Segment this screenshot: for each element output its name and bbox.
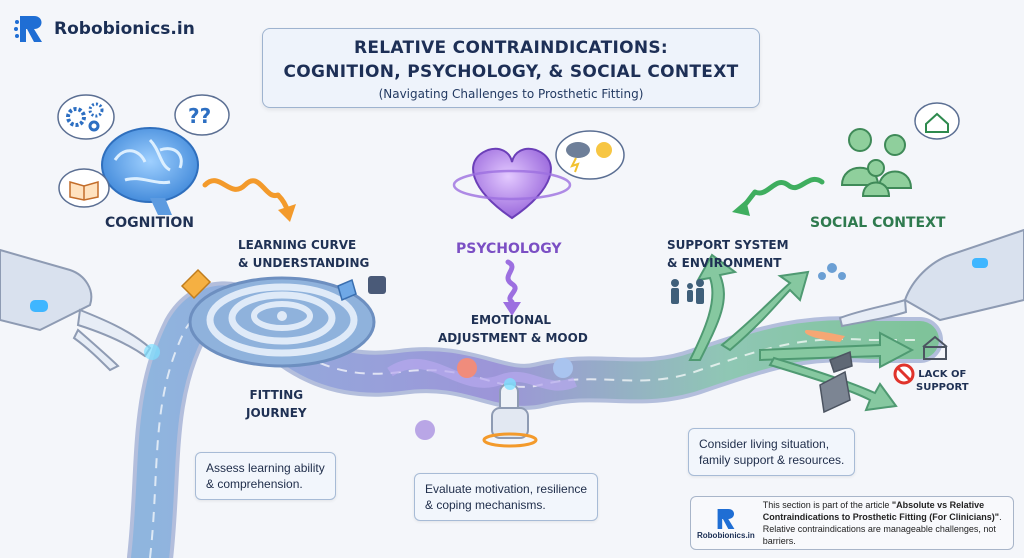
left-robot-hand xyxy=(0,248,160,372)
weather-mood-bubble-icon xyxy=(555,130,625,180)
fitting-journey-label: FITTING JOURNEY xyxy=(246,386,307,422)
footer-text: This section is part of the article "Abs… xyxy=(763,499,1007,547)
puzzle-pieces-icon xyxy=(180,268,386,302)
cognition-title: COGNITION xyxy=(105,215,194,231)
footer-brand-name: Robobionics.in xyxy=(697,530,755,540)
subtitle: (Navigating Challenges to Prosthetic Fit… xyxy=(378,87,644,101)
psychology-note: Evaluate motivation, resilience & coping… xyxy=(414,473,599,521)
family-walking-icon xyxy=(671,279,704,304)
broken-path-blocks xyxy=(819,350,853,414)
emotional-adjustment-label: EMOTIONAL ADJUSTMENT & MOOD xyxy=(438,311,588,347)
title-line-1: RELATIVE CONTRAINDICATIONS: xyxy=(353,38,669,58)
footer-article-title: "Absolute vs Relative Contraindications … xyxy=(762,500,1000,522)
fitting-journey-line-1: FITTING xyxy=(249,388,304,402)
community-icon xyxy=(818,263,846,280)
title-line-2: COGNITION, PSYCHOLOGY, & SOCIAL CONTEXT xyxy=(283,62,739,82)
support-system-line-2: & ENVIRONMENT xyxy=(667,256,782,270)
question-marks-bubble-icon: ?? xyxy=(174,94,230,136)
pointing-robot-finger-icon xyxy=(482,378,538,448)
squiggle-arrow-purple xyxy=(503,259,521,316)
support-system-label: SUPPORT SYSTEM & ENVIRONMENT xyxy=(667,236,789,272)
squiggle-arrow-green xyxy=(732,177,825,216)
psychology-note-line-2: & coping mechanisms. xyxy=(425,498,546,512)
svg-text:??: ?? xyxy=(188,104,211,128)
squiggle-arrow-orange xyxy=(202,178,296,222)
brain-icon xyxy=(101,127,199,215)
psychology-title: PSYCHOLOGY xyxy=(456,241,562,257)
psychology-note-line-1: Evaluate motivation, resilience xyxy=(425,482,588,496)
maze-labyrinth xyxy=(188,276,376,368)
social-note-line-1: Consider living situation, xyxy=(699,437,830,451)
footer-article-note: Robobionics.in This section is part of t… xyxy=(690,496,1014,550)
home-bubble-icon xyxy=(914,102,960,140)
fitting-journey-line-2: JOURNEY xyxy=(246,406,307,420)
family-group-icon xyxy=(840,128,913,197)
cognition-note: Assess learning ability & comprehension. xyxy=(195,452,336,500)
learning-curve-label: LEARNING CURVE & UNDERSTANDING xyxy=(238,236,369,272)
brand-logo: Robobionics.in xyxy=(14,14,195,44)
learning-curve-line-2: & UNDERSTANDING xyxy=(238,256,370,270)
support-branch-arrows xyxy=(688,253,915,412)
heart-icon xyxy=(452,147,572,220)
social-note: Consider living situation, family suppor… xyxy=(688,428,856,476)
title-box: RELATIVE CONTRAINDICATIONS: COGNITION, P… xyxy=(262,28,760,108)
lack-of-support-line-2: SUPPORT xyxy=(916,382,969,393)
cognition-note-line-1: Assess learning ability xyxy=(206,461,325,475)
barrier-icon xyxy=(893,335,948,385)
social-note-line-2: family support & resources. xyxy=(699,453,845,467)
brand-name: Robobionics.in xyxy=(54,19,195,39)
emotional-adjustment-line-1: EMOTIONAL xyxy=(470,313,552,327)
footer-brand: Robobionics.in xyxy=(697,507,755,540)
emotional-adjustment-line-2: ADJUSTMENT & MOOD xyxy=(438,331,588,345)
cognition-note-line-2: & comprehension. xyxy=(206,477,303,491)
footer-text-post: . Relative contraindications are managea… xyxy=(762,512,1002,546)
faces-icons xyxy=(415,358,573,440)
support-system-line-1: SUPPORT SYSTEM xyxy=(667,238,789,252)
lack-of-support-label: LACK OF SUPPORT xyxy=(916,368,969,394)
footer-logo-icon xyxy=(717,508,735,529)
gears-thought-bubble-icon xyxy=(57,94,115,140)
book-thought-bubble-icon xyxy=(58,168,110,208)
right-robot-hand xyxy=(804,228,1024,342)
robobionics-logo-icon xyxy=(14,16,42,42)
learning-curve-line-1: LEARNING CURVE xyxy=(238,238,357,252)
psychology-wave-road xyxy=(387,358,577,391)
social-context-title: SOCIAL CONTEXT xyxy=(810,215,946,231)
footer-text-pre: This section is part of the article xyxy=(762,500,892,510)
lack-of-support-line-1: LACK OF xyxy=(918,369,967,380)
